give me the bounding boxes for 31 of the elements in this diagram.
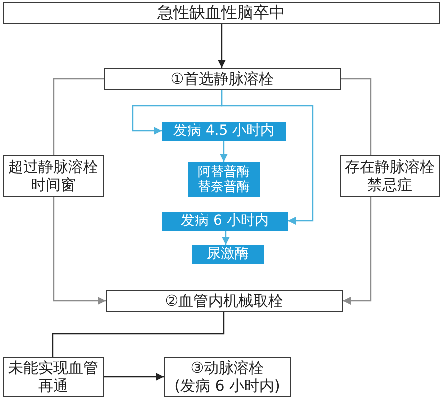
box-label: (发病 6 小时内) [174, 377, 280, 395]
box-label: 未能实现血管再通 [8, 359, 100, 395]
connector-line [341, 78, 372, 155]
box-label: 存在静脉溶栓禁忌症 [344, 158, 436, 194]
process-box [3, 2, 440, 24]
box-label: 阿替普酶 [198, 164, 250, 180]
arrow [218, 24, 226, 68]
arrow [220, 141, 228, 162]
connector-line [52, 312, 225, 357]
box-label: ②血管内机械取栓 [165, 292, 284, 310]
arrow [221, 90, 314, 225]
arrow [343, 197, 372, 305]
arrow [53, 197, 106, 305]
box-label: 发病 4.5 小时内 [173, 123, 275, 140]
highlight-box [162, 122, 286, 141]
box-label: 发病 6 小时内 [181, 213, 269, 230]
connector-line [53, 78, 104, 155]
box-label: 替奈普酶 [198, 180, 250, 194]
highlight-box [162, 212, 288, 231]
box-label: ③动脉溶栓 [190, 359, 264, 377]
box-label: ①首选静脉溶栓 [170, 70, 274, 88]
box-label: 超过静脉溶栓时间窗 [8, 158, 100, 194]
highlight-box [188, 162, 260, 197]
highlight-box [192, 245, 264, 264]
arrow [104, 373, 164, 381]
process-box [164, 357, 291, 397]
box-label: 尿激酶 [207, 246, 249, 263]
box-label: 急性缺血性脑卒中 [158, 4, 286, 22]
process-box [106, 290, 343, 312]
process-box [104, 68, 341, 90]
arrow [222, 231, 230, 245]
